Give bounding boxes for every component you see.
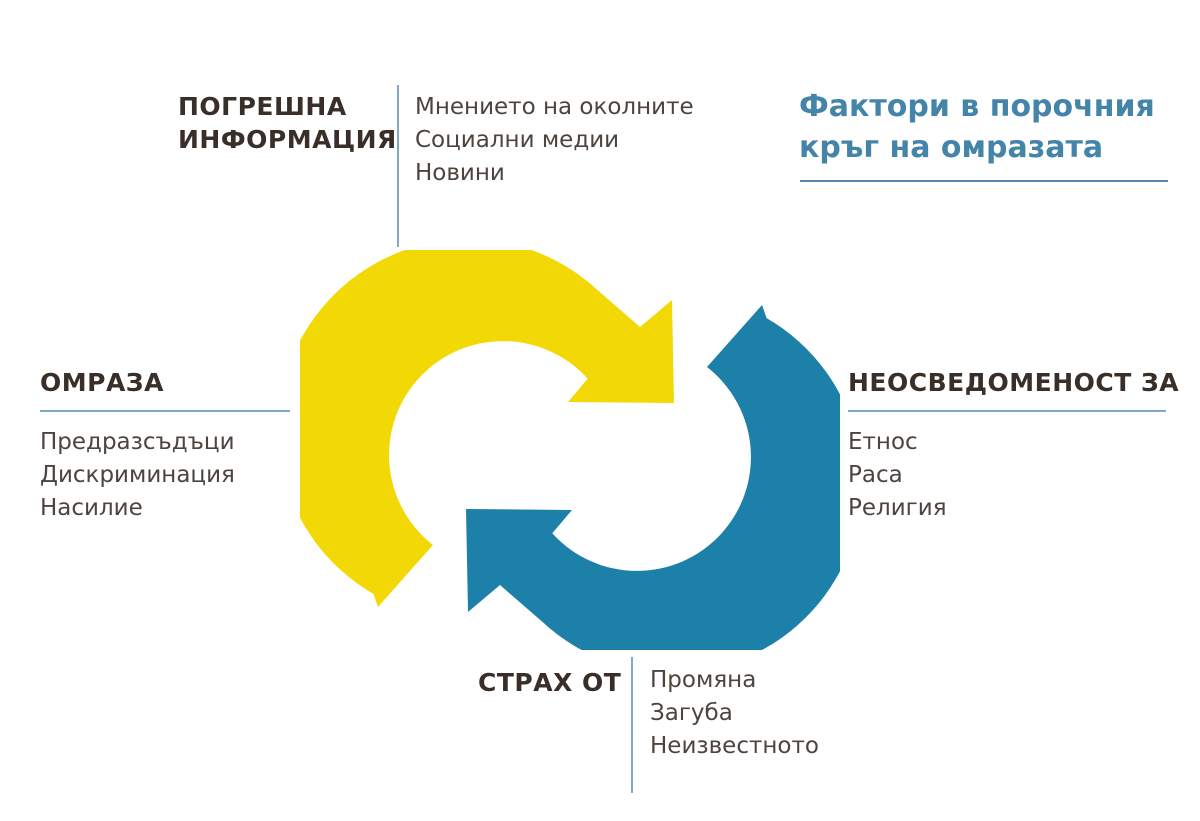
- separator-vertical-fear: [631, 657, 633, 793]
- separator-horizontal-ignorance: [848, 410, 1166, 412]
- page-title-line1: Фактори в порочния: [799, 89, 1155, 124]
- list-item: Социални медии: [415, 127, 620, 153]
- title-underline: [800, 180, 1168, 182]
- blue-arrow-icon: [466, 305, 840, 650]
- list-item: Новини: [415, 160, 505, 186]
- list-item: Насилие: [40, 495, 143, 521]
- list-item: Неизвестното: [650, 733, 819, 759]
- list-item: Раса: [848, 462, 903, 488]
- cycle-arrows-icon: [300, 250, 840, 650]
- list-item: Дискриминация: [40, 462, 235, 488]
- factor-fear-heading: СТРАХ ОТ: [478, 668, 622, 697]
- list-item: Религия: [848, 495, 947, 521]
- page-title: Фактори в порочния кръг на омразата: [799, 86, 1179, 168]
- factor-hate-heading: ОМРАЗА: [40, 368, 164, 397]
- factor-misinformation-heading: ПОГРЕШНА ИНФОРМАЦИЯ: [178, 92, 397, 154]
- factor-ignorance-heading: НЕОСВЕДОМЕНОСТ ЗА: [848, 368, 1180, 397]
- yellow-arrow-icon: [300, 250, 674, 607]
- factor-hate-list: Предразсъдъци Дискриминация Насилие: [40, 426, 235, 525]
- separator-vertical-misinformation: [397, 85, 399, 247]
- list-item: Предразсъдъци: [40, 429, 235, 455]
- page-title-line2: кръг на омразата: [799, 130, 1104, 165]
- factor-ignorance-list: Етнос Раса Религия: [848, 426, 947, 525]
- factor-misinformation-list: Мнението на околните Социални медии Нови…: [415, 91, 694, 190]
- factor-fear-list: Промяна Загуба Неизвестното: [650, 664, 819, 763]
- separator-horizontal-hate: [40, 410, 290, 412]
- list-item: Промяна: [650, 667, 757, 693]
- list-item: Загуба: [650, 700, 733, 726]
- list-item: Мнението на околните: [415, 94, 694, 120]
- list-item: Етнос: [848, 429, 918, 455]
